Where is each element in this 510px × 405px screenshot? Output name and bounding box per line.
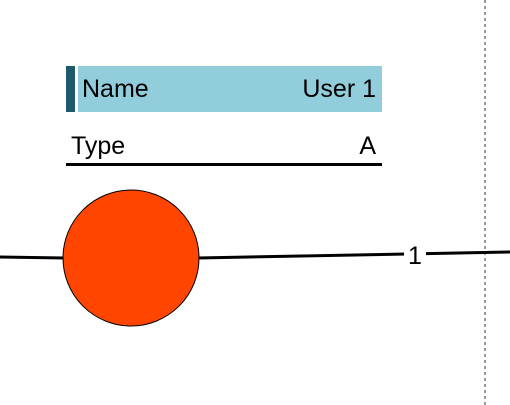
name-label: Name — [82, 74, 149, 103]
edge-label: 1 — [404, 240, 426, 272]
type-row: Type A — [66, 130, 382, 166]
edge-line-right — [197, 250, 510, 260]
name-value: User 1 — [302, 74, 376, 103]
type-label: Type — [71, 132, 126, 160]
edge-line-left — [0, 255, 65, 260]
card-header-accent — [66, 66, 75, 112]
card-header-body: Name User 1 — [78, 66, 382, 112]
node-info-card: Name User 1 Type A — [66, 66, 382, 166]
user-node-circle[interactable] — [62, 189, 200, 327]
card-header: Name User 1 — [66, 66, 382, 112]
type-value: A — [359, 132, 376, 160]
